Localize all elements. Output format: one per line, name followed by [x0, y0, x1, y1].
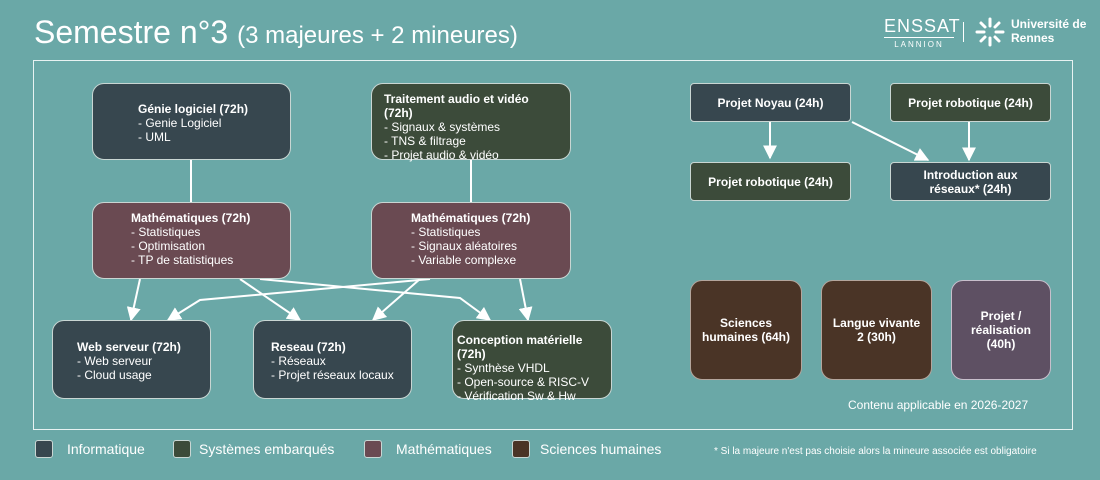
legend-swatch	[512, 440, 530, 458]
module-title: Génie logiciel (72h)	[138, 102, 249, 116]
applicable-note: Contenu applicable en 2026-2027	[848, 398, 1029, 412]
module-item: - Genie Logiciel	[138, 116, 222, 130]
legend-label: Mathématiques	[396, 441, 492, 457]
module-item: - Statistiques	[411, 225, 481, 239]
logo-divider	[963, 22, 964, 42]
module-item: - Réseaux	[271, 354, 326, 368]
legend-swatch	[35, 440, 53, 458]
enssat-logo-subtext: LANNION	[894, 40, 944, 49]
arrow-math1-web	[126, 278, 141, 322]
arrow-math2-reseau	[371, 278, 421, 321]
minor-projet-noyau: Projet Noyau (24h)	[690, 83, 851, 122]
title-main: Semestre n°3	[34, 14, 229, 50]
module-item: - Open-source & RISC-V	[457, 375, 590, 389]
module-item: - Vérification Sw & Hw	[457, 389, 576, 403]
module-item: - Projet audio & vidéo	[384, 148, 499, 162]
university-logo-icon	[975, 17, 1005, 47]
legend-swatch	[173, 440, 191, 458]
arrow-math2-conception	[518, 278, 533, 322]
title-subtitle: (3 majeures + 2 mineures)	[237, 22, 518, 49]
module-item: - Synthèse VHDL	[457, 361, 550, 375]
module-traitement-audio-video: Traitement audio et vidéo (72h) - Signau…	[371, 83, 571, 162]
arrow-math2-web	[166, 278, 431, 321]
module-item: - Signaux & systèmes	[384, 120, 501, 134]
legend-item-sciences-humaines: Sciences humaines	[512, 440, 661, 458]
module-item: - Statistiques	[131, 225, 201, 239]
enssat-logo: ENSSAT LANNION	[884, 16, 961, 49]
arrow-math1-conception	[259, 278, 492, 321]
minor-title: Introduction aux réseaux* (24h)	[923, 167, 1018, 196]
legend-item-mathematiques: Mathématiques	[364, 440, 492, 458]
module-title: Traitement audio et vidéo (72h)	[384, 92, 529, 120]
module-item: - Projet réseaux locaux	[271, 368, 394, 382]
module-title: Web serveur (72h)	[77, 340, 181, 354]
page-title: Semestre n°3 (3 majeures + 2 mineures)	[34, 12, 518, 56]
module-mathematiques-2: Mathématiques (72h) - Statistiques - Sig…	[371, 202, 571, 279]
module-item: - Variable complexe	[411, 253, 517, 267]
module-title: Sciences humaines (64h)	[701, 316, 791, 344]
legend-label: Systèmes embarqués	[199, 441, 335, 457]
university-logo-text: Université de Rennes	[1011, 17, 1087, 45]
module-item: - Cloud usage	[77, 368, 152, 382]
module-conception-materielle: Conception matérielle (72h) - Synthèse V…	[452, 320, 612, 403]
module-title: Projet / réalisation (40h)	[970, 309, 1032, 351]
module-title: Langue vivante 2 (30h)	[832, 316, 921, 344]
module-item: - Optimisation	[131, 239, 206, 253]
module-projet-realisation: Projet / réalisation (40h)	[951, 280, 1051, 380]
module-item: - Web serveur	[77, 354, 153, 368]
module-title: Conception matérielle (72h)	[457, 333, 583, 361]
legend-label: Sciences humaines	[540, 441, 662, 457]
module-item: - UML	[138, 130, 171, 144]
module-item: - TNS & filtrage	[384, 134, 466, 148]
arrow-math1-reseau	[239, 278, 302, 321]
module-item: - Signaux aléatoires	[411, 239, 518, 253]
minor-projet-robotique-bottom: Projet robotique (24h)	[690, 162, 851, 201]
module-title: Mathématiques (72h)	[131, 211, 251, 225]
module-langue-vivante: Langue vivante 2 (30h)	[821, 280, 932, 380]
minor-title: Projet robotique (24h)	[908, 95, 1033, 110]
module-title: Reseau (72h)	[271, 340, 346, 354]
module-reseau: Reseau (72h) - Réseaux - Projet réseaux …	[253, 320, 412, 399]
module-sciences-humaines: Sciences humaines (64h)	[690, 280, 802, 380]
minor-introduction-reseaux: Introduction aux réseaux* (24h)	[890, 162, 1051, 201]
legend-swatch	[364, 440, 382, 458]
legend-item-informatique: Informatique	[35, 440, 145, 458]
legend-label: Informatique	[67, 441, 145, 457]
module-mathematiques-1: Mathématiques (72h) - Statistiques - Opt…	[92, 202, 291, 279]
module-web-serveur: Web serveur (72h) - Web serveur - Cloud …	[52, 320, 211, 399]
module-title: Mathématiques (72h)	[411, 211, 531, 225]
minor-projet-robotique-top: Projet robotique (24h)	[890, 83, 1051, 122]
legend-item-systemes-embarques: Systèmes embarqués	[173, 440, 334, 458]
module-item: - TP de statistiques	[131, 253, 234, 267]
module-genie-logiciel: Génie logiciel (72h) - Genie Logiciel - …	[92, 83, 291, 160]
curriculum-frame	[33, 60, 1073, 430]
enssat-logo-text: ENSSAT	[884, 16, 961, 38]
arrow-noyau-intro	[851, 121, 930, 161]
footnote: * Si la majeure n'est pas choisie alors …	[714, 446, 1037, 457]
minor-title: Projet Noyau (24h)	[717, 95, 824, 110]
minor-title: Projet robotique (24h)	[708, 174, 833, 189]
